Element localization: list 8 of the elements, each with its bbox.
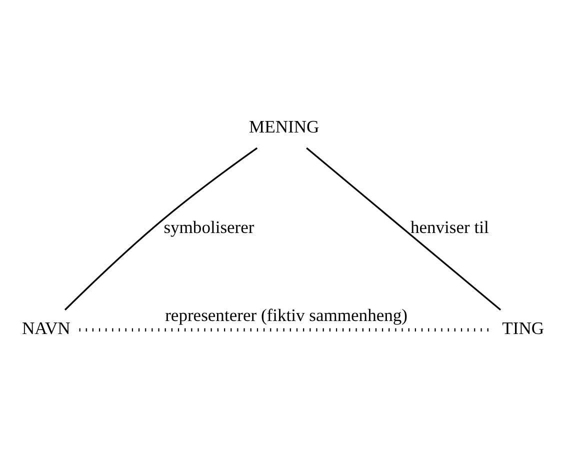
edge-label: representerer (fiktiv sammenheng) bbox=[165, 304, 408, 324]
node-text: NAVN bbox=[22, 318, 70, 338]
edge-label: symboliserer bbox=[164, 216, 254, 237]
connector bbox=[306, 146, 502, 310]
node-text: MENING bbox=[249, 116, 320, 136]
edge-label: henviser til bbox=[410, 216, 489, 237]
connector bbox=[64, 146, 258, 310]
node-text: TING bbox=[502, 318, 544, 338]
